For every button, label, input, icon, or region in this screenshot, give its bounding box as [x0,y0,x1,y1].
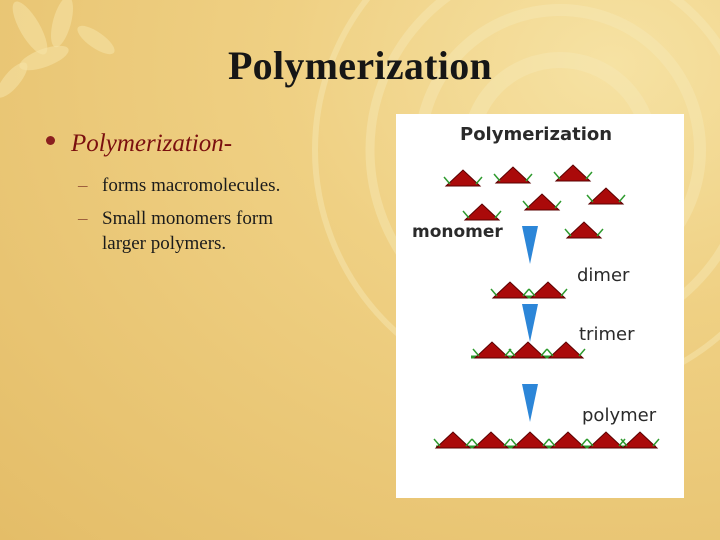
reactive-end [585,171,593,180]
reactive-end [652,438,660,447]
reactive-end [493,173,501,182]
polymer-unit [510,431,550,449]
reactive-end [503,438,511,447]
polymer-unit [586,431,626,449]
monomer-triangle [463,203,501,221]
subpoint-2-text-line1: Small monomers form [102,208,273,229]
reactive-end [443,176,451,185]
reactive-end [548,438,556,447]
monomer-unit [564,221,604,239]
trimer-unit [508,341,548,359]
monomer-triangle [494,166,532,184]
reaction-arrow [522,384,538,422]
monomer-unit [586,187,626,205]
monomer-triangle [549,431,587,449]
monomer-triangle [587,431,625,449]
reactive-end [553,171,561,180]
bullet-term: Polymerization- [71,130,233,157]
monomer-triangle [509,341,547,359]
subpoint-2-text-line2: larger polymers. [102,233,227,254]
slide-title: Polymerization [227,43,493,88]
reactive-end [542,438,550,447]
reactive-end [564,228,572,237]
reactive-end [471,438,479,447]
polymerization-figure: Polymerization monomer dimer trimer poly… [396,114,684,498]
subpoint-1-text: forms macromolecules. [102,175,281,196]
reaction-arrow [522,304,538,342]
reactive-end [554,200,562,209]
reactive-end [546,348,554,357]
monomer-unit [493,166,533,184]
subpoint-1: –forms macromolecules. [78,173,280,198]
reactive-end [596,228,604,237]
reactive-end [618,438,626,447]
trimer-unit [546,341,586,359]
reaction-arrow [522,226,538,264]
monomer-triangle [529,281,567,299]
reactive-end [465,438,473,447]
reactive-end [540,348,548,357]
polymerization-diagram [433,164,660,449]
trimer-unit [472,341,512,359]
polymer-label: polymer [582,405,657,426]
trimer-label: trimer [579,324,635,345]
monomer-triangle [547,341,585,359]
reactive-end [578,348,586,357]
dash-marker: – [78,208,88,229]
reactive-end [522,200,530,209]
polymer-unit [471,431,511,449]
monomer-triangle [523,193,561,211]
monomer-triangle [472,431,510,449]
monomer-label: monomer [412,222,503,242]
monomer-triangle [621,431,659,449]
reactive-end [462,210,470,219]
reactive-end [522,288,530,297]
reactive-end [472,348,480,357]
monomer-triangle [554,164,592,182]
reactive-end [494,210,502,219]
reactive-end [490,288,498,297]
reactive-end [528,288,536,297]
monomer-unit [443,169,483,187]
monomer-triangle [565,221,603,239]
monomer-triangle [473,341,511,359]
reactive-end [586,194,594,203]
dimer-unit [490,281,530,299]
monomer-unit [462,203,502,221]
monomer-triangle [491,281,529,299]
polymer-unit [620,431,660,449]
reactive-end [510,438,518,447]
dash-marker: – [78,175,88,196]
reactive-end [508,348,516,357]
dimer-unit [528,281,568,299]
polymer-unit [548,431,588,449]
leaf-decoration [0,0,115,98]
subpoint-2: –Small monomers form larger polymers. [78,206,273,256]
monomer-triangle [434,431,472,449]
monomer-unit [522,193,562,211]
reactive-end [525,173,533,182]
monomer-unit [553,164,593,182]
dimer-label: dimer [577,265,630,286]
monomer-triangle [444,169,482,187]
monomer-triangle [511,431,549,449]
reactive-end [433,438,441,447]
reactive-end [586,438,594,447]
bullet-dot [46,136,55,145]
reactive-end [560,288,568,297]
figure-title: Polymerization [460,124,613,145]
reactive-end [620,438,628,447]
reactive-end [580,438,588,447]
reactive-end [475,176,483,185]
polymer-unit [433,431,473,449]
monomer-triangle [587,187,625,205]
reactive-end [618,194,626,203]
